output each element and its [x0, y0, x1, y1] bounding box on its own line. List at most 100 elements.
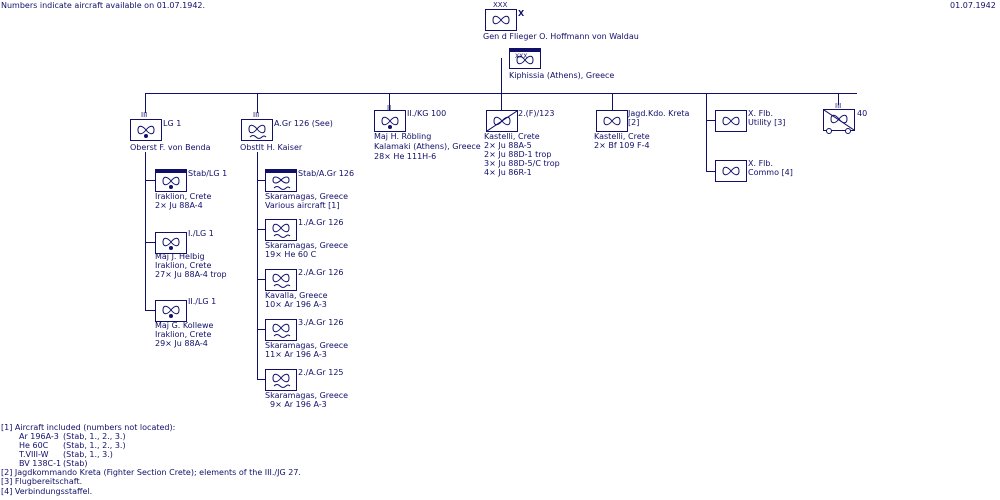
lg1-name: LG 1 [163, 119, 182, 128]
lg1-symbol [130, 119, 162, 141]
transport-value: 40 [857, 109, 868, 118]
agr-3-location: Skaramagas, Greece [265, 341, 349, 350]
hq-echelon: XXX [515, 53, 528, 60]
agr-1-location: Skaramagas, Greece [265, 241, 349, 250]
lg1-commander: Oberst F. von Benda [130, 143, 211, 152]
transport-icon [824, 110, 854, 130]
bomber-icon [137, 125, 155, 138]
lg1-ii-commander: Maj G. Kollewe [155, 321, 214, 330]
command-symbol [485, 9, 517, 31]
f123-aircraft-4: 4× Ju 86R-1 [484, 168, 532, 177]
agr-stab-aircraft: Various aircraft [1] [265, 201, 340, 210]
bomber-icon [381, 116, 399, 129]
kg100-aircraft: 28× He 111H-6 [374, 152, 437, 161]
agr-2-aircraft: 10× Ar 196 A-3 [265, 300, 327, 309]
agr-3-aircraft: 11× Ar 196 A-3 [265, 350, 327, 359]
bomber-icon [162, 176, 180, 189]
aviation-icon [492, 15, 510, 25]
seaplane-icon [248, 124, 267, 139]
aviation-icon [722, 116, 740, 126]
lg1-echelon: III [141, 111, 148, 119]
recon-icon [487, 111, 517, 131]
agr-125-symbol [265, 369, 297, 391]
footnote-4: [4] Verbindungsstaffel. [1, 487, 93, 496]
seaplane-icon [272, 273, 291, 288]
jagd-location: Kastelli, Crete [594, 132, 650, 141]
hq-location: Kiphissia (Athens), Greece [509, 71, 615, 80]
jagd-name: Jagd.Kdo. Kreta [628, 109, 690, 118]
agr-3-symbol [265, 319, 297, 341]
xflb-commo-role: Commo [4] [748, 168, 793, 177]
seaplane-icon [272, 323, 291, 338]
footnote-row: T.VIII-W(Stab, 1., 3.) [19, 450, 113, 459]
lg1-ii-name: II./LG 1 [188, 297, 217, 306]
agr-125-name: 2./A.Gr 125 [298, 368, 344, 377]
seaplane-icon [272, 373, 291, 388]
wheel-icon [826, 128, 832, 134]
fighter-icon [603, 116, 621, 126]
kg100-name: II./KG 100 [407, 109, 447, 118]
lg1-stab-name: Stab/LG 1 [188, 169, 228, 178]
agr126-echelon: III [253, 111, 260, 119]
agr-2-location: Kavalla, Greece [265, 291, 328, 300]
top-mark: X [518, 9, 525, 18]
agr-3-name: 3./A.Gr 126 [298, 318, 344, 327]
hq-symbol [509, 48, 541, 69]
aviation-icon [516, 55, 534, 65]
kg100-location: Kalamaki (Athens), Greece [374, 142, 481, 151]
agr-1-aircraft: 19× He 60 C [265, 250, 317, 259]
lg1-i-commander: Maj J. Helbig [155, 252, 205, 261]
f123-location: Kastelli, Crete [484, 132, 540, 141]
agr126-symbol [241, 119, 273, 141]
lg1-i-symbol [155, 232, 187, 254]
transport-symbol [823, 109, 855, 131]
f123-name: 2.(F)/123 [518, 109, 555, 118]
xflb-utility-name: X. Flb. [748, 109, 774, 118]
lg1-ii-location: Iraklion, Crete [155, 330, 212, 339]
f123-symbol [486, 110, 518, 132]
agr-stab-location: Skaramagas, Greece [265, 192, 349, 201]
f123-aircraft-2: 2× Ju 88D-1 trop [484, 150, 552, 159]
agr-stab-symbol [265, 169, 297, 192]
footnote-row: Ar 196A-3(Stab, 1., 2., 3.) [19, 432, 126, 441]
agr126-name: A.Gr 126 (See) [274, 119, 333, 128]
jagd-note: [2] [628, 118, 640, 127]
lg1-stab-aircraft: 2× Ju 88A-4 [155, 201, 203, 210]
xflb-commo-name: X. Flb. [748, 159, 774, 168]
xflb-commo-symbol [715, 160, 747, 182]
agr-2-symbol [265, 269, 297, 291]
agr-1-name: 1./A.Gr 126 [298, 218, 344, 227]
kg100-commander: Maj H. Röbling [374, 132, 432, 141]
xflb-utility-role: Utility [3] [748, 118, 786, 127]
footnote-2: [2] Jagdkommando Kreta (Fighter Section … [1, 468, 301, 477]
header-date: 01.07.1942 [950, 1, 996, 10]
seaplane-icon [272, 223, 291, 238]
agr-125-location: Skaramagas, Greece [265, 391, 349, 400]
lg1-ii-symbol [155, 300, 187, 322]
footnote-1: [1] Aircraft included (numbers not locat… [1, 423, 176, 432]
agr126-commander: Obstlt H. Kaiser [240, 143, 303, 152]
footnote-row: He 60C(Stab, 1., 2., 3.) [19, 441, 126, 450]
lg1-i-location: Iraklion, Crete [155, 261, 212, 270]
f123-aircraft-1: 2× Ju 88A-5 [484, 141, 532, 150]
xflb-utility-symbol [715, 110, 747, 132]
transport-echelon: III [835, 102, 842, 110]
f123-aircraft-3: 3× Ju 88D-5/C trop [484, 159, 560, 168]
kg100-symbol [374, 110, 406, 132]
header-note: Numbers indicate aircraft available on 0… [1, 1, 206, 10]
jagd-symbol [596, 110, 628, 132]
top-echelon: XXX [493, 1, 508, 9]
footnote-row: BV 138C-1(Stab) [19, 459, 88, 468]
kg100-echelon: II [387, 104, 392, 112]
aviation-icon [722, 166, 740, 176]
bomber-icon [162, 237, 180, 250]
agr-stab-name: Stab/A.Gr 126 [298, 169, 355, 178]
lg1-ii-aircraft: 29× Ju 88A-4 [155, 339, 208, 348]
lg1-i-aircraft: 27× Ju 88A-4 trop [155, 270, 227, 279]
bomber-icon [162, 305, 180, 318]
agr-1-symbol [265, 219, 297, 241]
agr-125-aircraft: 9× Ar 196 A-3 [270, 400, 327, 409]
lg1-stab-symbol [155, 169, 187, 192]
seaplane-icon [272, 176, 291, 190]
footnote-3: [3] Flugbereitschaft. [1, 477, 83, 486]
